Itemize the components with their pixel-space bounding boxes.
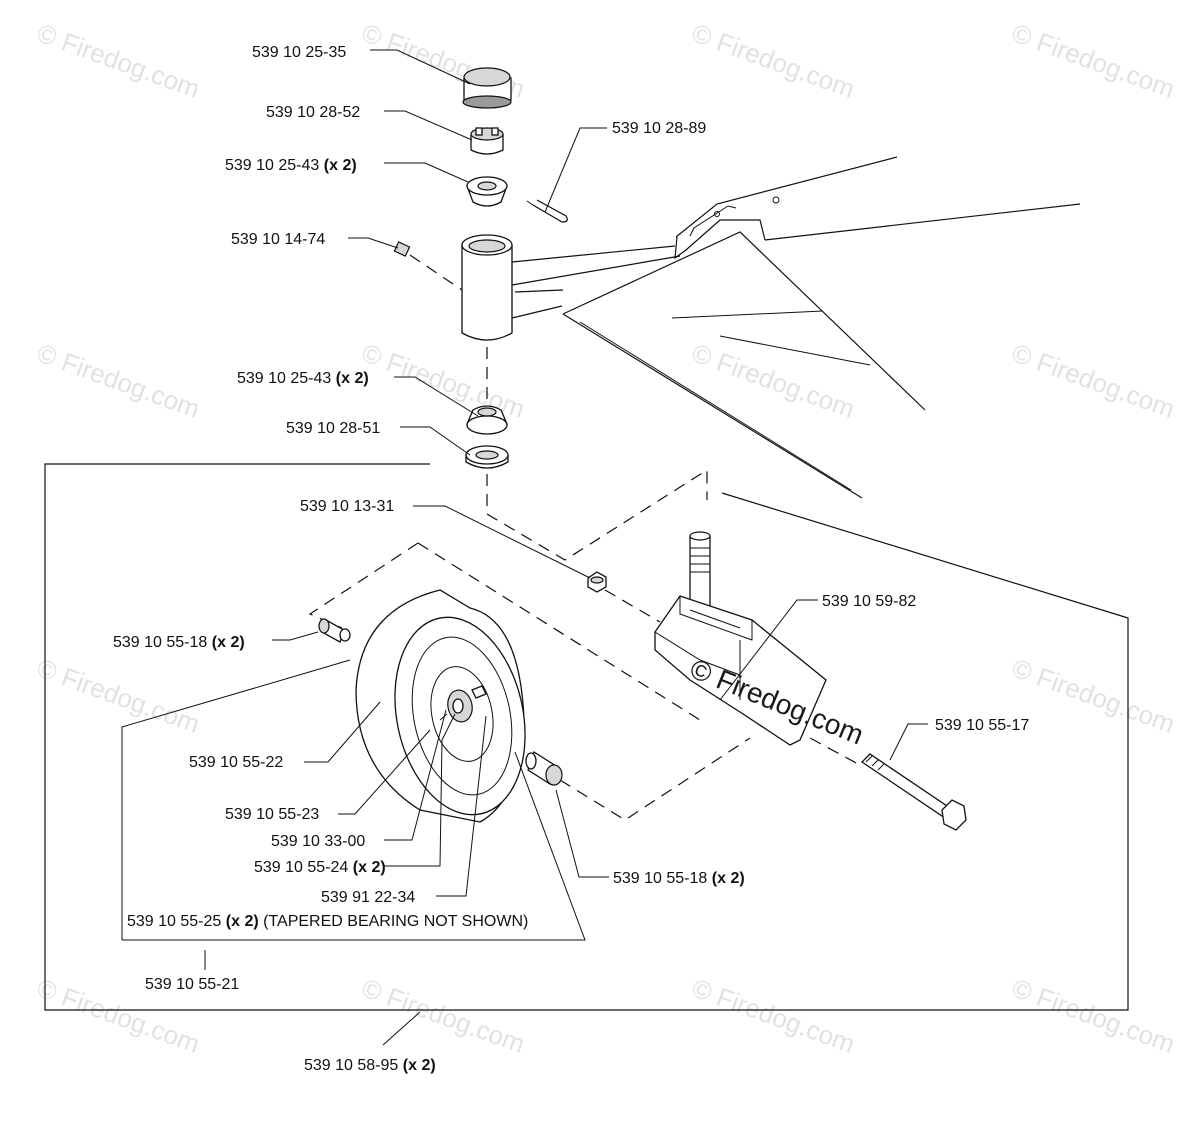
watermark: © Firedog.com bbox=[1008, 972, 1179, 1059]
label-castle-nut: 539 10 28-52 bbox=[266, 104, 360, 121]
race-part bbox=[465, 445, 509, 469]
watermark: © Firedog.com bbox=[1008, 17, 1179, 104]
part-labels: 539 10 25-35 539 10 28-52 539 10 25-43 (… bbox=[113, 44, 1029, 1074]
label-bearing-upper: 539 10 25-43 (x 2) bbox=[225, 157, 357, 174]
cotter-pin-part bbox=[526, 199, 568, 223]
watermark: © Firedog.com bbox=[1008, 652, 1179, 739]
hub-cap-part bbox=[462, 67, 512, 109]
label-bearing-note: 539 10 55-25 (x 2) (TAPERED BEARING NOT … bbox=[127, 913, 528, 930]
lock-nut-part bbox=[587, 571, 607, 593]
label-bushing: 539 10 55-24 (x 2) bbox=[254, 859, 386, 876]
spacer-left-part bbox=[318, 618, 351, 643]
watermark: © Firedog.com bbox=[1008, 337, 1179, 424]
label-wheel-assembly: 539 10 55-21 bbox=[145, 976, 239, 993]
grease-fitting-part bbox=[393, 241, 463, 291]
spindle-tube bbox=[461, 234, 681, 514]
watermark: © Firedog.com bbox=[33, 652, 204, 739]
label-rim: 539 10 55-23 bbox=[225, 806, 319, 823]
wheel-part bbox=[355, 589, 526, 823]
label-spacer-right: 539 10 55-18 (x 2) bbox=[613, 870, 745, 887]
label-hub-bearing: 539 91 22-34 bbox=[321, 889, 415, 906]
label-caster-assembly: 539 10 58-95 (x 2) bbox=[304, 1057, 436, 1074]
label-bolt: 539 10 55-17 bbox=[935, 717, 1029, 734]
leader-lines bbox=[121, 49, 928, 970]
upper-bearing-part bbox=[466, 176, 508, 207]
watermark: © Firedog.com bbox=[358, 972, 529, 1059]
label-valve: 539 10 33-00 bbox=[271, 833, 365, 850]
watermark: © Firedog.com bbox=[33, 17, 204, 104]
spacer-right-part bbox=[525, 751, 563, 786]
watermark: © Firedog.com bbox=[33, 337, 204, 424]
label-yoke: 539 10 59-82 bbox=[822, 593, 916, 610]
assembly-bracket bbox=[44, 463, 1129, 1046]
mower-frame bbox=[562, 156, 1081, 499]
watermark: © Firedog.com bbox=[688, 337, 859, 424]
castle-nut-part bbox=[470, 127, 504, 155]
lower-bearing-part bbox=[466, 405, 508, 435]
watermark: © Firedog.com bbox=[688, 17, 859, 104]
watermark: © Firedog.com bbox=[688, 972, 859, 1059]
label-bearing-lower: 539 10 25-43 (x 2) bbox=[237, 370, 369, 387]
watermark-grid: © Firedog.com © Firedog.com © Firedog.co… bbox=[33, 17, 1179, 1059]
bolt-part bbox=[860, 753, 967, 831]
label-race: 539 10 28-51 bbox=[286, 420, 380, 437]
label-cotter-pin: 539 10 28-89 bbox=[612, 120, 706, 137]
label-lock-nut: 539 10 13-31 bbox=[300, 498, 394, 515]
watermark: © Firedog.com bbox=[358, 337, 529, 424]
label-spacer-left: 539 10 55-18 (x 2) bbox=[113, 634, 245, 651]
yoke-part bbox=[654, 531, 827, 746]
label-tire: 539 10 55-22 bbox=[189, 754, 283, 771]
label-grease-fitting: 539 10 14-74 bbox=[231, 231, 325, 248]
label-hub-cap: 539 10 25-35 bbox=[252, 44, 346, 61]
